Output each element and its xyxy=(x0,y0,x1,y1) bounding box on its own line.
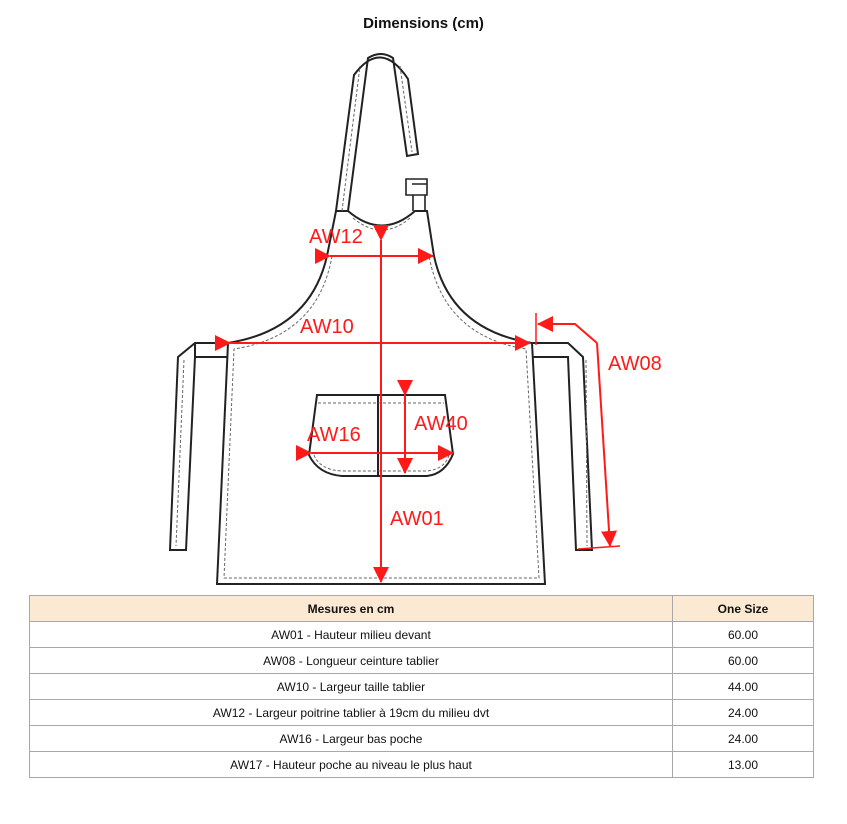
measure-label: AW12 - Largeur poitrine tablier à 19cm d… xyxy=(29,699,673,726)
measure-label: AW17 - Hauteur poche au niveau le plus h… xyxy=(29,751,673,778)
dimension-arrows xyxy=(215,225,621,583)
measure-value: 13.00 xyxy=(672,751,814,778)
apron-body xyxy=(215,210,547,585)
measure-label: AW16 - Largeur bas poche xyxy=(29,725,673,752)
table-header-row: Mesures en cm One Size xyxy=(29,595,814,622)
header-size: One Size xyxy=(672,595,814,622)
neck-strap xyxy=(335,53,420,212)
label-aw08: AW08 xyxy=(608,353,662,375)
measure-value: 60.00 xyxy=(672,647,814,674)
measurements-table: Mesures en cm One Size AW01 - Hauteur mi… xyxy=(29,595,814,778)
aw08-arrow xyxy=(537,316,598,344)
apron-diagram: AW12 AW10 AW08 AW40 AW16 AW01 xyxy=(168,53,662,585)
page-title: Dimensions (cm) xyxy=(363,15,484,32)
right-tie xyxy=(533,342,594,551)
label-aw12: AW12 xyxy=(309,226,363,248)
buckle xyxy=(405,178,428,211)
measure-value: 24.00 xyxy=(672,725,814,752)
left-tie xyxy=(168,342,228,551)
measure-value: 60.00 xyxy=(672,621,814,648)
label-aw01: AW01 xyxy=(390,508,444,530)
label-aw10: AW10 xyxy=(300,316,354,338)
measure-label: AW10 - Largeur taille tablier xyxy=(29,673,673,700)
measure-label: AW01 - Hauteur milieu devant xyxy=(29,621,673,648)
measure-value: 44.00 xyxy=(672,673,814,700)
measure-value: 24.00 xyxy=(672,699,814,726)
table-row: AW17 - Hauteur poche au niveau le plus h… xyxy=(29,751,814,778)
table-row: AW12 - Largeur poitrine tablier à 19cm d… xyxy=(29,699,814,726)
header-measure: Mesures en cm xyxy=(29,595,673,622)
measure-label: AW08 - Longueur ceinture tablier xyxy=(29,647,673,674)
label-aw16: AW16 xyxy=(307,424,361,446)
label-aw40: AW40 xyxy=(414,413,468,435)
